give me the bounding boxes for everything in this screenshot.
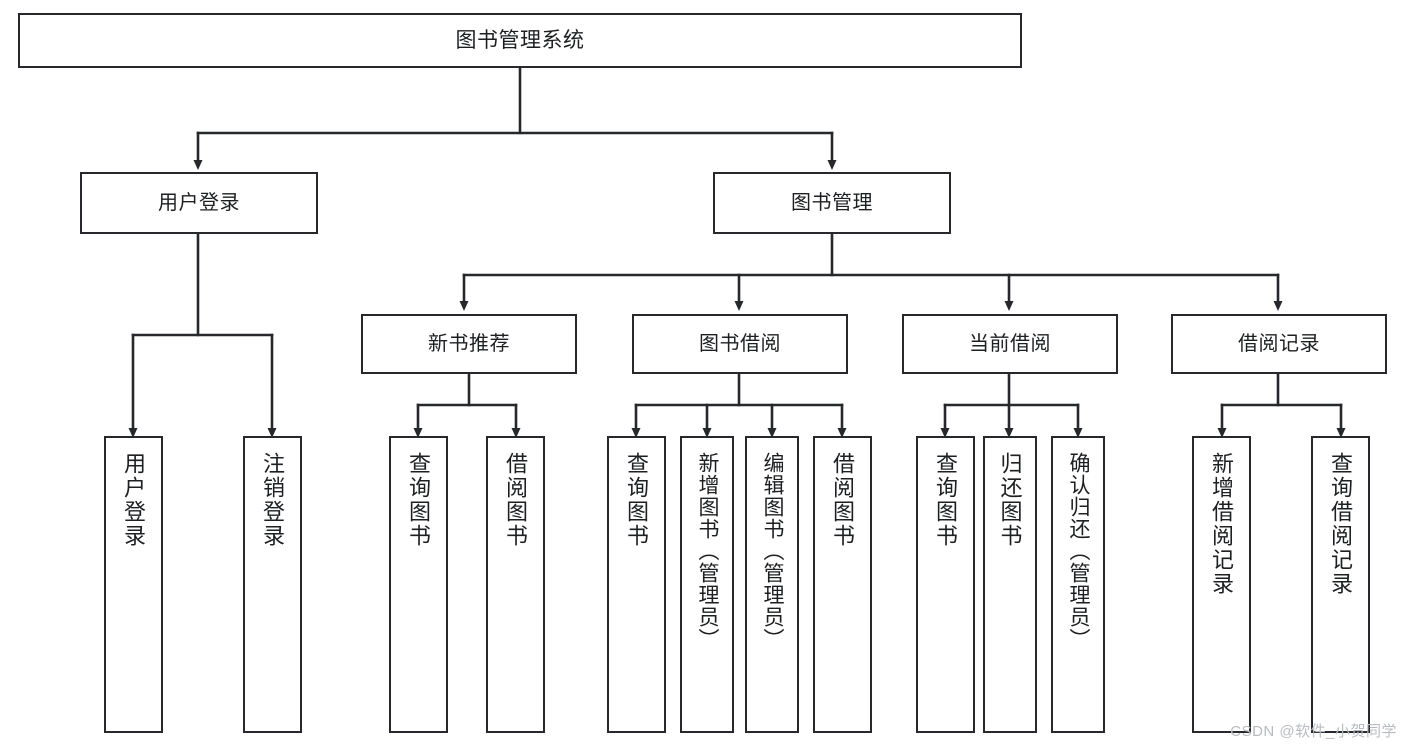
node-leaf-add-book-admin-label: 新增图书（管理员） — [696, 452, 720, 650]
node-user-login-label: 用户登录 — [158, 191, 240, 214]
node-leaf-user-login-label: 用户登录 — [121, 452, 147, 548]
watermark: CSDN @软件_小贺同学 — [1230, 723, 1397, 740]
node-root-label: 图书管理系统 — [455, 28, 585, 52]
node-leaf-user-login[interactable]: 用户登录 — [104, 436, 163, 733]
node-leaf-current-query-book-label: 查询图书 — [933, 452, 959, 548]
node-leaf-borrow-book-label: 借阅图书 — [830, 452, 856, 548]
node-leaf-recommend-query-book[interactable]: 查询图书 — [389, 436, 448, 733]
node-borrow-record-label: 借阅记录 — [1238, 332, 1320, 355]
node-leaf-recommend-borrow-book[interactable]: 借阅图书 — [486, 436, 545, 733]
node-leaf-query-borrow-record[interactable]: 查询借阅记录 — [1311, 436, 1370, 733]
node-borrow-record[interactable]: 借阅记录 — [1171, 314, 1387, 374]
node-leaf-borrow-book[interactable]: 借阅图书 — [813, 436, 872, 733]
node-leaf-confirm-return-admin-label: 确认归还（管理员） — [1067, 452, 1091, 650]
node-leaf-add-book-admin[interactable]: 新增图书（管理员） — [680, 436, 734, 733]
node-leaf-add-borrow-record-label: 新增借阅记录 — [1209, 452, 1235, 596]
node-new-book-recommend[interactable]: 新书推荐 — [361, 314, 577, 374]
node-leaf-return-book[interactable]: 归还图书 — [983, 436, 1037, 733]
node-root[interactable]: 图书管理系统 — [18, 13, 1022, 68]
node-book-borrow-label: 图书借阅 — [699, 332, 781, 355]
node-leaf-logout-label: 注销登录 — [260, 452, 286, 548]
node-leaf-edit-book-admin[interactable]: 编辑图书（管理员） — [745, 436, 799, 733]
node-current-borrow[interactable]: 当前借阅 — [902, 314, 1118, 374]
node-leaf-borrow-query-book-label: 查询图书 — [624, 452, 650, 548]
node-new-book-recommend-label: 新书推荐 — [428, 332, 510, 355]
node-leaf-add-borrow-record[interactable]: 新增借阅记录 — [1192, 436, 1251, 733]
node-leaf-recommend-borrow-book-label: 借阅图书 — [503, 452, 529, 548]
node-leaf-confirm-return-admin[interactable]: 确认归还（管理员） — [1051, 436, 1105, 733]
node-book-borrow[interactable]: 图书借阅 — [632, 314, 848, 374]
node-leaf-recommend-query-book-label: 查询图书 — [406, 452, 432, 548]
node-leaf-return-book-label: 归还图书 — [997, 452, 1023, 548]
node-leaf-edit-book-admin-label: 编辑图书（管理员） — [761, 452, 785, 650]
node-book-manage[interactable]: 图书管理 — [713, 172, 951, 234]
node-leaf-logout[interactable]: 注销登录 — [243, 436, 302, 733]
node-current-borrow-label: 当前借阅 — [969, 332, 1051, 355]
node-leaf-query-borrow-record-label: 查询借阅记录 — [1328, 452, 1354, 596]
node-leaf-current-query-book[interactable]: 查询图书 — [916, 436, 975, 733]
node-book-manage-label: 图书管理 — [791, 191, 873, 214]
node-user-login[interactable]: 用户登录 — [80, 172, 318, 234]
node-leaf-borrow-query-book[interactable]: 查询图书 — [607, 436, 666, 733]
